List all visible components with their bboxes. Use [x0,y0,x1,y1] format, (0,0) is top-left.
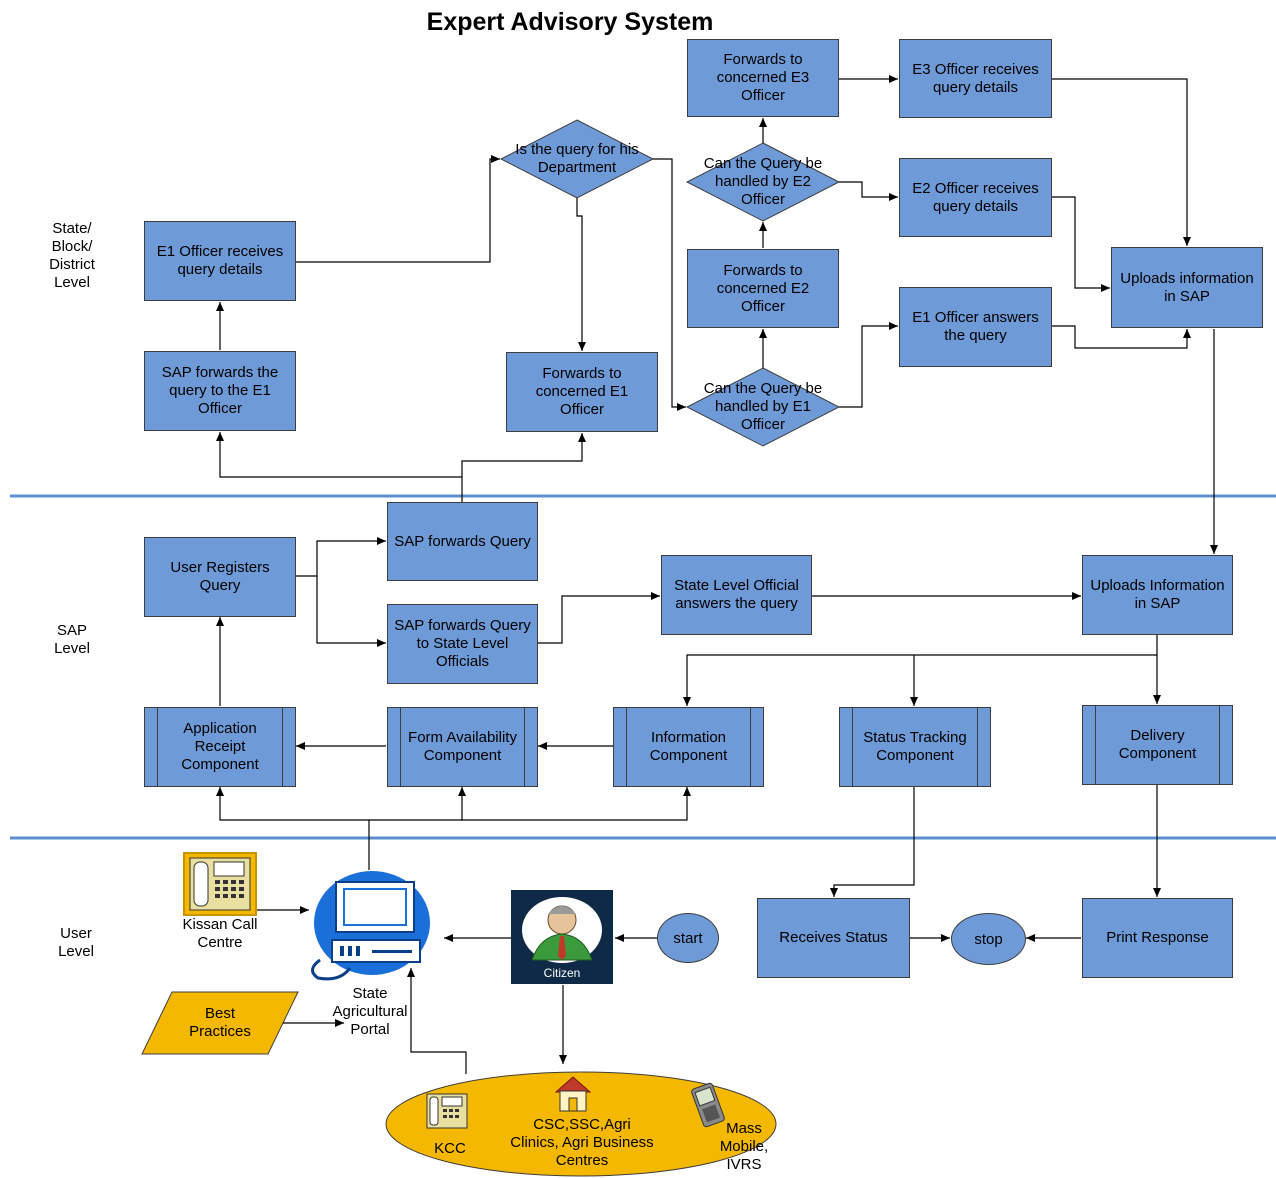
citizen-label: Citizen [543,966,581,980]
computer-icon [311,871,430,981]
mobile-phone-icon [691,1082,725,1128]
telephone-icon [183,852,257,916]
stop-node: stop [951,913,1026,965]
decision-can-e2 [685,142,841,222]
edge-state-officials-to-answer [538,592,660,644]
edge-can-e2-to-e2 [839,181,898,201]
form-availability-component: Form Availability Component [387,707,538,787]
sap-forwards-query-node: SAP forwards Query [387,502,538,581]
level-label-state: State/ Block/ District Level [49,220,95,291]
e1-answers-node: E1 Officer answers the query [899,287,1052,367]
delivery-component: Delivery Component [1082,705,1233,785]
forwards-e2-node: Forwards to concerned E2 Officer [687,249,839,328]
uploads-sap-node: Uploads Information in SAP [1082,555,1233,635]
edge-can-e1-to-e1-answers [839,322,898,408]
citizen-icon [511,890,613,984]
edge-sap-query-to-forwards-e1 [461,433,586,477]
e1-receives-node: E1 Officer receives query details [144,221,296,301]
best-practices-shape [141,991,299,1055]
forwards-e1-node: Forwards to concerned E1 Officer [506,352,658,432]
edge-decision-yes [653,158,686,411]
csc-label: CSC,SSC,Agri Clinics, Agri Business Cent… [510,1116,654,1169]
information-component: Information Component [613,707,764,787]
edge-portal-to-app [216,787,370,870]
diagram-title: Expert Advisory System [426,8,714,36]
edge-portal-to-info [462,787,691,821]
connectors [216,75,1218,1074]
house-icon [554,1076,592,1112]
kissan-label: Kissan Call Centre [182,916,258,951]
best-practices-label: Best Practices [189,1005,251,1040]
e2-receives-node: E2 Officer receives query details [899,158,1052,237]
user-registers-node: User Registers Query [144,537,296,617]
can-e1-label: Can the Query be handled by E1 Officer [703,380,823,433]
edge-register-to-sap-forwards [296,537,386,577]
edge-sap-query-up [216,432,463,502]
print-response-node: Print Response [1082,898,1233,978]
is-query-dept-label: Is the query for his Department [515,141,639,176]
can-e2-label: Can the Query be handled by E2 Officer [703,155,823,208]
edge-e1-to-decision [296,155,500,263]
sap-forwards-e1-node: SAP forwards the query to the E1 Officer [144,351,296,431]
e3-receives-node: E3 Officer receives query details [899,39,1052,118]
edge-status-to-receives [830,787,915,897]
edge-e3-to-uploads [1052,78,1191,246]
channels-ellipse [385,1071,777,1177]
edge-channels-to-portal [407,968,467,1074]
edge-e2-to-uploads [1052,196,1110,292]
sap-forwards-state-node: SAP forwards Query to State Level Offici… [387,604,538,684]
level-label-sap: SAP Level [54,622,90,657]
app-receipt-component: Application Receipt Component [144,707,296,787]
edge-register-to-state-officials [316,576,386,647]
kcc-label: KCC [434,1140,466,1157]
status-tracking-component: Status Tracking Component [839,707,991,787]
edge-portal-to-form [369,787,466,821]
edge-uploads-split [683,635,1158,706]
receives-status-node: Receives Status [757,898,910,978]
mass-mobile-label: Mass Mobile, IVRS [719,1120,769,1173]
decision-can-e1 [685,367,841,447]
state-official-answers-node: State Level Official answers the query [661,555,812,635]
edge-decision-no [576,198,586,351]
uploads-top-node: Uploads information in SAP [1111,247,1263,328]
telephone-icon [426,1093,468,1129]
forwards-e3-node: Forwards to concerned E3 Officer [687,39,839,117]
edge-e1-answers-to-uploads [1052,325,1191,349]
portal-label: State Agricultural Portal [332,985,408,1038]
level-label-user: User Level [58,925,94,960]
start-node: start [657,913,719,963]
